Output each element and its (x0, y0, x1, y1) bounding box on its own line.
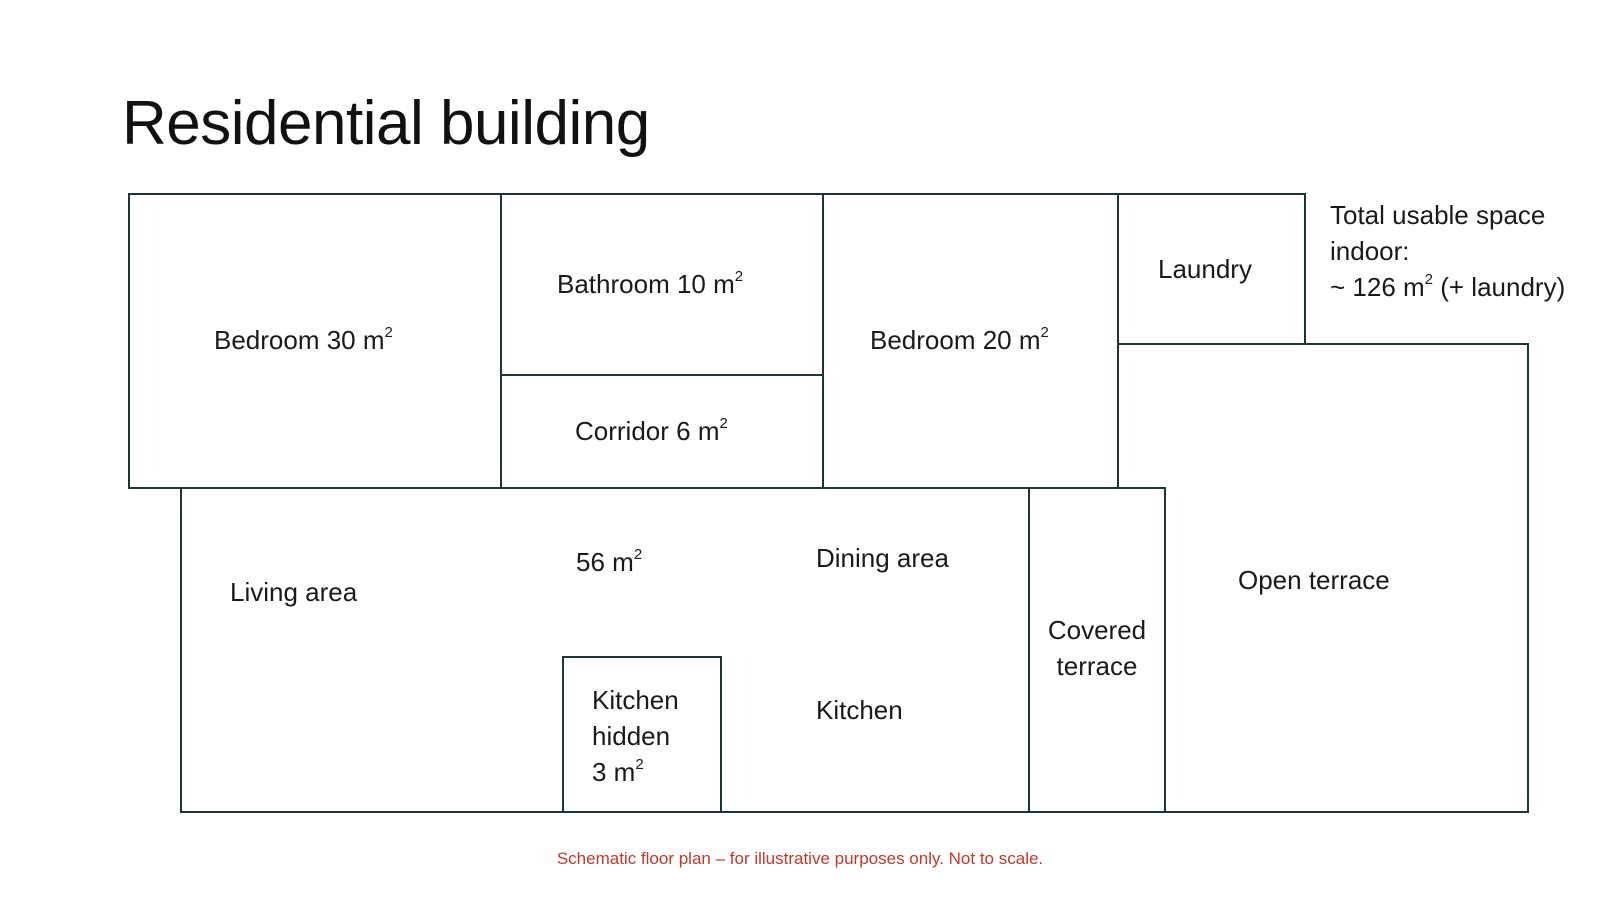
label-kitchen: Kitchen (816, 695, 903, 725)
total-space-note: Total usable space indoor: ~ 126 m2 (+ l… (1330, 200, 1566, 302)
label-covered-terrace: Covered terrace (1047, 615, 1147, 681)
page-title: Residential building (122, 89, 650, 158)
label-corridor: Corridor 6 m2 (575, 415, 728, 446)
room-bedroom-30 (128, 193, 502, 489)
room-laundry (1117, 193, 1306, 345)
label-laundry: Laundry (1158, 254, 1252, 284)
room-open-terrace (1117, 343, 1529, 813)
label-living-size: 56 m2 (576, 546, 643, 577)
room-bedroom-20 (822, 193, 1119, 489)
label-dining-area: Dining area (816, 543, 949, 573)
label-bedroom-30: Bedroom 30 m2 (214, 324, 393, 355)
room-bathroom (500, 193, 824, 376)
room-kitchen-hidden (562, 656, 722, 813)
label-living-area: Living area (230, 577, 358, 607)
disclaimer-footer: Schematic floor plan – for illustrative … (556, 849, 1044, 868)
label-kitchen-hidden: Kitchen hidden 3 m2 (592, 685, 679, 787)
label-bedroom-20: Bedroom 20 m2 (870, 324, 1049, 355)
label-open-terrace: Open terrace (1238, 565, 1390, 595)
label-bathroom: Bathroom 10 m2 (557, 268, 744, 299)
room-covered-terrace (1028, 487, 1166, 813)
